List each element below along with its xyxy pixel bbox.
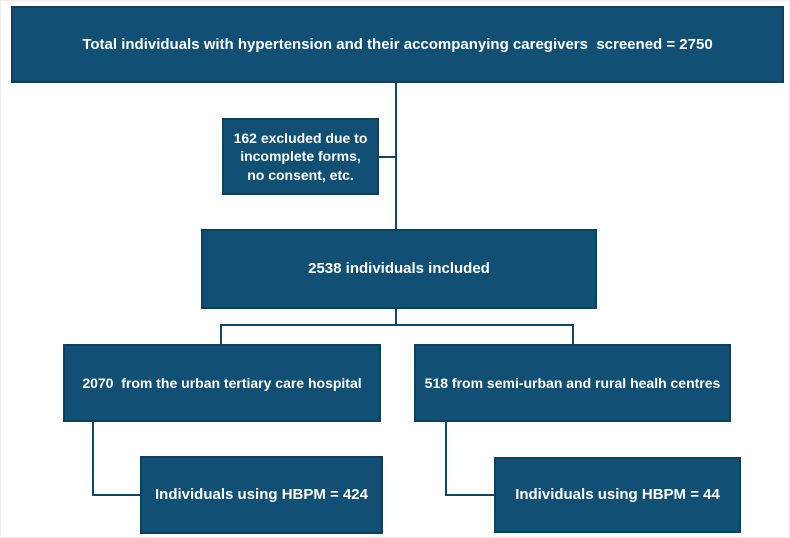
connector-semiurban-elbow-horizontal bbox=[445, 494, 494, 496]
included-box: 2538 individuals included bbox=[201, 229, 597, 309]
semiurban-rural-label: 518 from semi-urban and rural healh cent… bbox=[424, 374, 721, 391]
connector-branch-horizontal bbox=[220, 324, 574, 326]
urban-hospital-box: 2070 from the urban tertiary care hospit… bbox=[63, 344, 381, 422]
connector-included-stub bbox=[395, 309, 397, 326]
screened-total-label: Total individuals with hypertension and … bbox=[82, 35, 713, 53]
urban-hbpm-box: Individuals using HBPM = 424 bbox=[140, 456, 383, 534]
connector-excluded-branch bbox=[379, 156, 395, 158]
semiurban-rural-box: 518 from semi-urban and rural healh cent… bbox=[414, 344, 731, 422]
semiurban-hbpm-box: Individuals using HBPM = 44 bbox=[494, 457, 741, 533]
urban-hospital-label: 2070 from the urban tertiary care hospit… bbox=[82, 374, 362, 391]
excluded-label: 162 excluded due to incomplete forms, no… bbox=[233, 130, 372, 183]
connector-urban-elbow-vertical bbox=[92, 422, 94, 496]
urban-hbpm-label: Individuals using HBPM = 424 bbox=[155, 486, 368, 504]
semiurban-hbpm-label: Individuals using HBPM = 44 bbox=[515, 486, 720, 504]
connector-semiurban-elbow-vertical bbox=[445, 422, 447, 496]
connector-drop-urban bbox=[220, 324, 222, 344]
connector-screened-to-included bbox=[395, 83, 397, 229]
connector-drop-semiurban bbox=[572, 324, 574, 344]
screened-total-box: Total individuals with hypertension and … bbox=[11, 6, 784, 83]
connector-urban-elbow-horizontal bbox=[92, 494, 140, 496]
included-label: 2538 individuals included bbox=[308, 260, 490, 278]
excluded-box: 162 excluded due to incomplete forms, no… bbox=[222, 118, 379, 195]
